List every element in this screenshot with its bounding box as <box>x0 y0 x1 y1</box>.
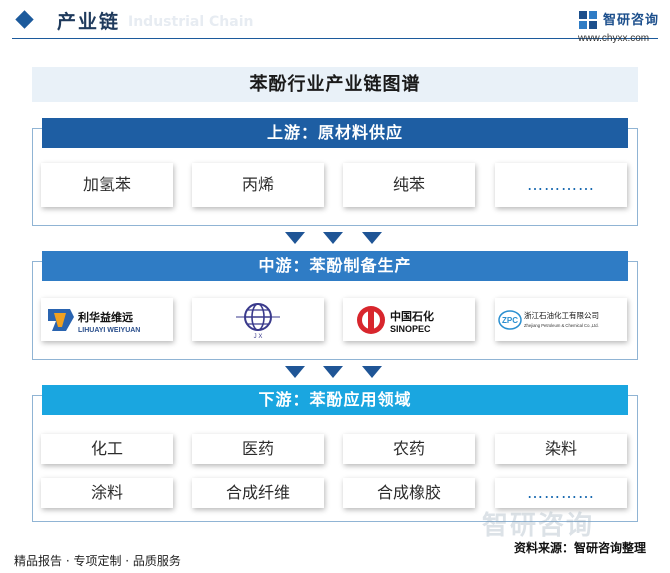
svg-text:ZPC: ZPC <box>502 316 518 325</box>
company-card-jx: J X <box>192 298 324 341</box>
lihuayi-logo-icon: 利华益维远 LIHUAYI WEIYUAN <box>48 308 140 334</box>
watermark-logo: 智研咨询 <box>482 511 595 541</box>
upstream-item: 丙烯 <box>192 163 324 207</box>
midstream-label: 中游：苯酚制备生产 <box>42 251 628 281</box>
downstream-item-more: ………… <box>495 478 627 508</box>
company-name-cn: 浙江石油化工有限公司 <box>524 310 599 320</box>
company-card-sinopec: 中国石化 SINOPEC <box>343 298 475 341</box>
downstream-item: 合成纤维 <box>192 478 324 508</box>
source-note: 资料来源：智研咨询整理 <box>514 541 647 555</box>
chyxx-logo-icon <box>579 11 597 29</box>
footer-slogan: 精品报告 · 专项定制 · 品质服务 <box>14 554 181 568</box>
company-name-cn: 利华益维远 <box>78 310 133 324</box>
upstream-label: 上游：原材料供应 <box>42 118 628 148</box>
down-arrow-icon <box>362 232 382 244</box>
globe-logo-icon: J X <box>236 302 280 340</box>
upstream-item: 加氢苯 <box>41 163 173 207</box>
zpc-logo-icon: ZPC 浙江石油化工有限公司 Zhejiang Petroleum & Chem… <box>498 310 599 330</box>
down-arrow-icon <box>323 232 343 244</box>
company-name-en: SINOPEC <box>390 324 431 334</box>
brand-url: www.chyxx.com <box>578 33 650 44</box>
downstream-item: 农药 <box>343 434 475 464</box>
downstream-item: 化工 <box>41 434 173 464</box>
downstream-item: 医药 <box>192 434 324 464</box>
diagram-title: 苯酚行业产业链图谱 <box>32 67 638 102</box>
company-name-en: Zhejiang Petroleum & Chemical Co.,Ltd. <box>524 323 599 328</box>
downstream-item: 合成橡胶 <box>343 478 475 508</box>
diamond-icon <box>15 10 34 29</box>
page-title: 产业链 <box>57 11 121 33</box>
downstream-label: 下游：苯酚应用领域 <box>42 385 628 415</box>
company-name-en: J X <box>254 334 263 340</box>
downstream-item: 染料 <box>495 434 627 464</box>
company-name-en: LIHUAYI WEIYUAN <box>78 327 140 334</box>
company-name-cn: 中国石化 <box>390 309 434 323</box>
sinopec-logo-icon: 中国石化 SINOPEC <box>357 305 434 334</box>
upstream-item-more: ………… <box>495 163 627 207</box>
brand-name: 智研咨询 <box>603 13 660 28</box>
upstream-item: 纯苯 <box>343 163 475 207</box>
header-divider <box>12 38 658 39</box>
down-arrow-icon <box>285 366 305 378</box>
down-arrow-icon <box>362 366 382 378</box>
header-subtitle: Industrial Chain <box>128 14 254 30</box>
company-card-lihuayi: 利华益维远 LIHUAYI WEIYUAN <box>41 298 173 341</box>
downstream-item: 涂料 <box>41 478 173 508</box>
down-arrow-icon <box>285 232 305 244</box>
company-card-zpc: ZPC 浙江石油化工有限公司 Zhejiang Petroleum & Chem… <box>495 298 627 341</box>
down-arrow-icon <box>323 366 343 378</box>
